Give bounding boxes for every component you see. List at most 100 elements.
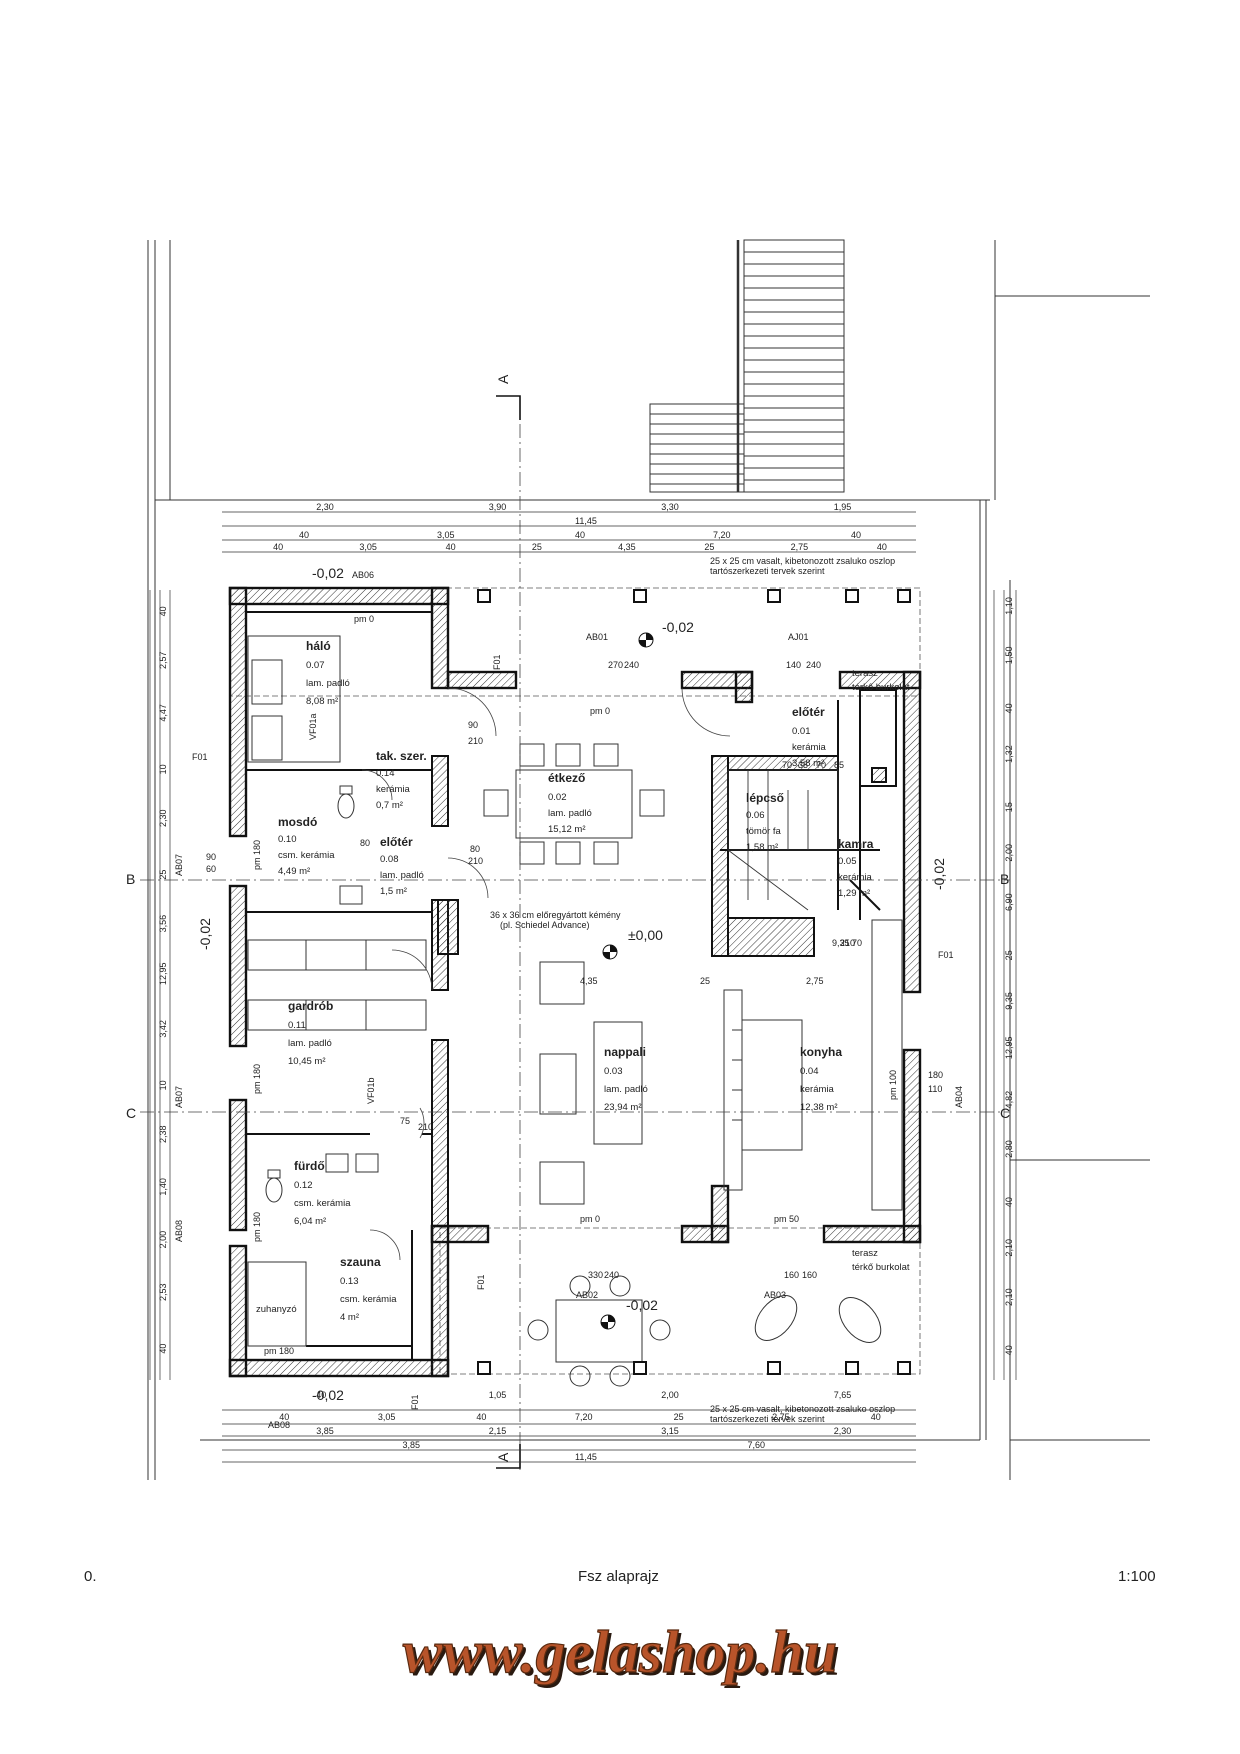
mark-ab07-1: AB07 <box>174 854 184 876</box>
room-number: 0.03 <box>604 1066 623 1077</box>
terrace-north-floor: térkő burkolat <box>852 682 910 693</box>
column-note-top-2: tartószerkezeti tervek szerint <box>710 566 825 576</box>
column-note-bottom-2: tartószerkezeti tervek szerint <box>710 1414 825 1424</box>
dim-bottom: 2,00 <box>661 1390 679 1400</box>
mark-pm0-3: pm 0 <box>580 1214 600 1224</box>
room-floor: csm. kerámia <box>278 850 335 861</box>
mark-ab04: AB04 <box>954 1086 964 1108</box>
level-zero: ±0,00 <box>628 927 663 943</box>
room-floor: lam. padló <box>604 1084 648 1095</box>
dim-right: 4,82 <box>1004 1091 1014 1109</box>
dim-top: 7,20 <box>713 530 731 540</box>
dim-top: 25 <box>704 542 714 552</box>
level-minus-left: -0,02 <box>197 918 213 950</box>
room-area: 0,7 m² <box>376 800 403 811</box>
footer-scale: 1:100 <box>1118 1568 1156 1585</box>
watermark-logo: www.gelashop.hu www.gelashop.hu <box>402 1618 840 1688</box>
room-floor: kerámia <box>800 1084 835 1095</box>
dim-inner: 9,35 70 <box>832 938 862 948</box>
interior-stair <box>727 769 839 911</box>
column <box>845 1361 859 1375</box>
dim-inner: 270 <box>608 660 623 670</box>
dim-top: 40 <box>851 530 861 540</box>
dim-top: 25 <box>532 542 542 552</box>
exterior-walls <box>228 586 922 1378</box>
level-minus-topleft: -0,02 <box>312 565 344 581</box>
level-marker-center: ±0,00 <box>602 927 663 960</box>
dim-inner: 160 <box>802 1270 817 1280</box>
dim-bottom: 2,75 <box>772 1412 790 1422</box>
dim-inner: 35 <box>798 760 808 770</box>
dim-inner: 210 <box>840 938 855 948</box>
dim-bottom: 1,05 <box>489 1390 507 1400</box>
room-name: konyha <box>800 1045 842 1059</box>
mark-ab02: AB02 <box>576 1290 598 1300</box>
dim-bottom: 7,60 <box>748 1440 766 1450</box>
dim-right: 40 <box>1004 1345 1014 1355</box>
dim-bottom: 2,30 <box>834 1426 852 1436</box>
room-number: 0.07 <box>306 660 325 671</box>
mark-pm180-4: pm 180 <box>252 1212 262 1242</box>
dim-bottom: 3,15 <box>661 1426 679 1436</box>
level-marker-south: -0,02 <box>600 1297 658 1330</box>
dim-bottom: 40 <box>476 1412 486 1422</box>
dim-bottom: 3,05 <box>378 1412 396 1422</box>
room-nappali: nappali 0.03 lam. padló 23,94 m² <box>604 1045 648 1113</box>
dim-left: 40 <box>158 606 168 616</box>
furniture <box>247 635 903 1387</box>
room-name: gardrób <box>288 999 333 1013</box>
mark-pm100: pm 100 <box>888 1070 898 1100</box>
dim-bottom: 40 <box>871 1412 881 1422</box>
column-note-bottom-1: 25 x 25 cm vasalt, kibetonozott zsaluko … <box>710 1404 895 1414</box>
dim-inner: 210 <box>468 856 483 866</box>
room-floor: csm. kerámia <box>340 1294 397 1305</box>
dim-inner: 60 <box>206 864 216 874</box>
mark-f01-2: F01 <box>938 950 954 960</box>
dim-right: 9,35 <box>1004 992 1014 1010</box>
mark-f01-4: F01 <box>476 1274 486 1290</box>
room-floor: kerámia <box>838 872 873 883</box>
dim-top: 3,05 <box>359 542 377 552</box>
room-lepcso: lépcső 0.06 tömör fa 1,58 m² <box>746 791 784 853</box>
column <box>477 1361 491 1375</box>
mark-vf01b: VF01b <box>366 1077 376 1104</box>
room-number: 0.04 <box>800 1066 819 1077</box>
room-tak-szer: tak. szer. 0.14 kerámia 0,7 m² <box>376 749 427 811</box>
room-name: lépcső <box>746 791 784 805</box>
mark-pm180-1: pm 180 <box>264 1346 294 1356</box>
room-floor: lam. padló <box>306 678 350 689</box>
room-area: 8,08 m² <box>306 696 338 707</box>
mark-ab01: AB01 <box>586 632 608 642</box>
dim-top: 11,45 <box>575 516 597 526</box>
section-b-right: B <box>1000 871 1009 887</box>
dim-right: 2,00 <box>1004 844 1014 862</box>
dim-top: 3,05 <box>437 530 455 540</box>
dim-right: 1,50 <box>1004 647 1014 665</box>
dim-left: 2,57 <box>158 651 168 669</box>
room-number: 0.13 <box>340 1276 359 1287</box>
dim-left: 1,40 <box>158 1178 168 1196</box>
dim-bottom: 7,20 <box>575 1412 593 1422</box>
room-area: 23,94 m² <box>604 1102 642 1113</box>
dim-top: 3,90 <box>489 502 507 512</box>
dim-inner: 80 <box>470 844 480 854</box>
room-mosdo: mosdó 0.10 csm. kerámia 4,49 m² <box>278 815 335 877</box>
watermark-text: www.gelashop.hu <box>403 1619 838 1685</box>
mark-pm180-2: pm 180 <box>252 840 262 870</box>
mark-ab07-2: AB07 <box>174 1086 184 1108</box>
dim-bottom: 40 <box>316 1390 326 1400</box>
chimney-note-1: 36 x 36 cm előregyártott kémény <box>490 910 621 920</box>
room-name: előtér <box>792 705 825 719</box>
dim-right: 2,80 <box>1004 1140 1014 1158</box>
room-eloter-1: előtér 0.08 lam. padló 1,5 m² <box>380 835 424 897</box>
dim-inner: 90 <box>468 720 478 730</box>
room-name: étkező <box>548 771 585 785</box>
dim-bottom: 11,45 <box>575 1452 597 1462</box>
footer-title: Fsz alaprajz <box>578 1568 659 1585</box>
dim-bottom: 2,15 <box>489 1426 507 1436</box>
dim-left: 12,95 <box>158 962 168 985</box>
mark-pm0-1: pm 0 <box>354 614 374 624</box>
dim-top: 2,30 <box>316 502 334 512</box>
